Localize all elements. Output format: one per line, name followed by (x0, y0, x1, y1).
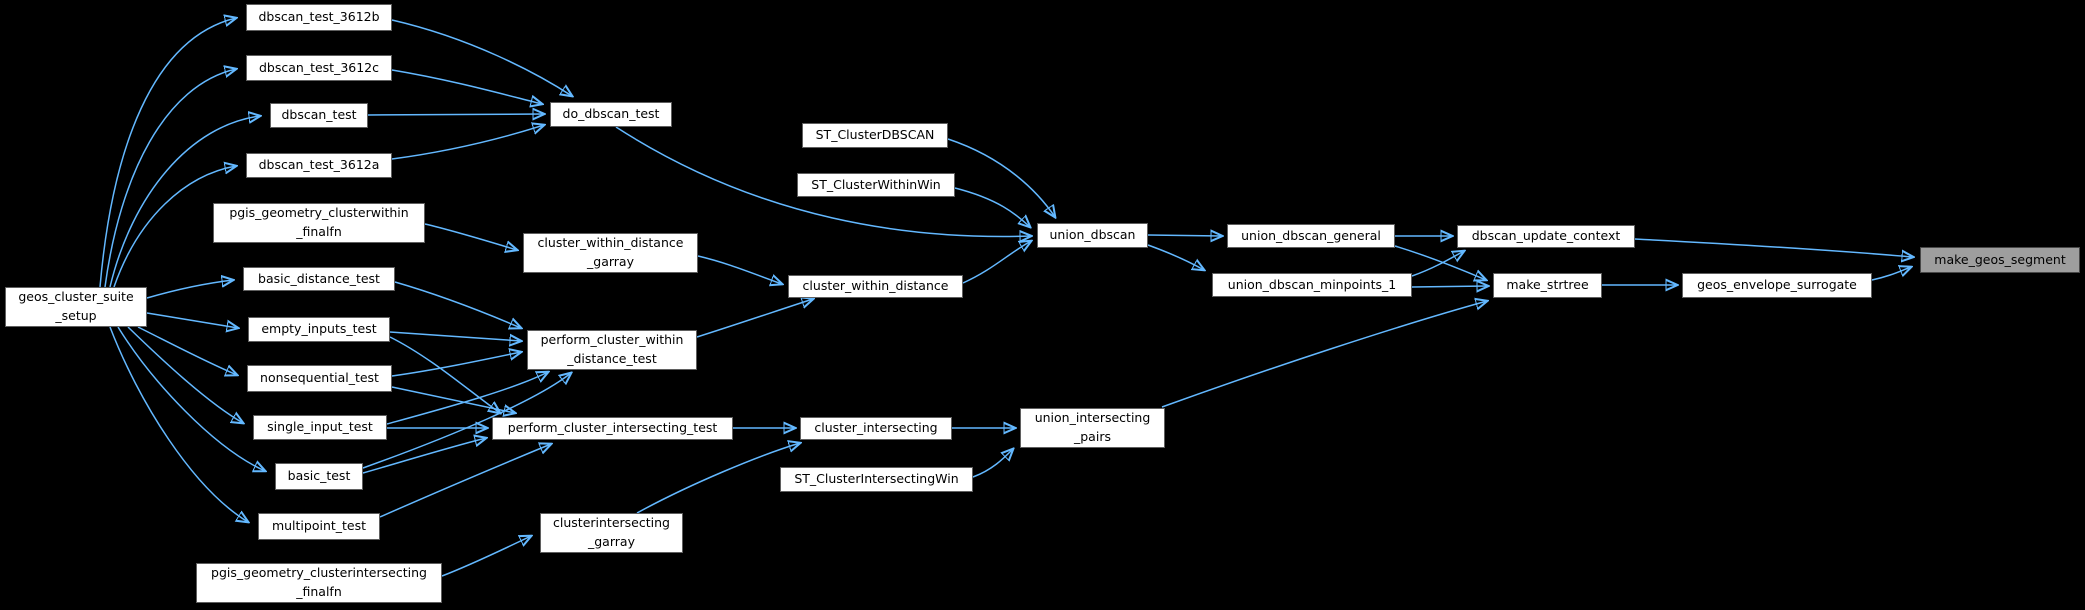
edge-3612a-to-do_dbscan_test (391, 125, 544, 160)
edge-setup-to-nonsequential_test (137, 326, 237, 375)
node-union_dbscan[interactable]: union_dbscan (1037, 223, 1148, 248)
edge-basic_test-to-perform_within (362, 373, 571, 469)
node-make_geos_segment: make_geos_segment (1920, 247, 2080, 273)
edge-minpoints-to-make_strtree (1411, 286, 1488, 287)
edge-setup-to-single_input_test (127, 326, 243, 423)
edge-dbscan_test-to-do_dbscan_test (367, 114, 544, 115)
edge-st_clusterdbscan-to-union_dbscan (947, 138, 1055, 217)
node-cluster_intersecting[interactable]: cluster_intersecting (800, 417, 952, 440)
edge-empty_inputs-to-perform_intersecting (389, 336, 500, 413)
edge-multipoint-to-perform_intersecting (379, 444, 551, 518)
edge-setup-to-multipoint_test (109, 326, 248, 522)
edge-setup-to-basic_test (117, 326, 265, 471)
edge-pgis_within-to-cwd_garray (424, 223, 517, 250)
edge-union_dbscan-to-general (1147, 235, 1222, 236)
edge-basic_distance-to-perform_within (394, 281, 521, 328)
edge-empty_inputs-to-perform_within (389, 331, 521, 341)
node-ST_ClusterWithinWin[interactable]: ST_ClusterWithinWin (797, 173, 955, 197)
node-do_dbscan_test[interactable]: do_dbscan_test (550, 102, 672, 127)
edge-union_pairs-to-make_strtree (1161, 301, 1487, 408)
edge-cwd_garray-to-cluster_within_distance (697, 255, 782, 284)
node-clusterintersecting_garray[interactable]: clusterintersecting _garray (540, 513, 683, 553)
edge-setup-to-dbscan_test (109, 116, 260, 288)
edge-nonsequential-to-perform_within (391, 352, 521, 377)
edge-st_clusterwithinwin-to-union_dbscan (954, 187, 1030, 227)
edge-minpoints-to-update_context (1411, 251, 1464, 277)
node-ST_ClusterDBSCAN[interactable]: ST_ClusterDBSCAN (802, 123, 948, 148)
node-union_intersecting_pairs[interactable]: union_intersecting _pairs (1020, 408, 1165, 448)
node-dbscan_test_3612b[interactable]: dbscan_test_3612b (246, 4, 392, 31)
edge-basic_test-to-perform_intersecting (362, 438, 486, 474)
edge-pgis_intersecting-to-clusterint_garray (441, 536, 531, 577)
node-pgis_geometry_clusterintersecting_finalfn[interactable]: pgis_geometry_clusterintersecting _final… (196, 563, 442, 603)
edge-perform_within-to-cluster_within_distance (696, 299, 813, 338)
edge-nonsequential-to-perform_intersecting (391, 386, 515, 413)
edge-single_input-to-perform_within (386, 372, 548, 425)
node-perform_cluster_intersecting_test[interactable]: perform_cluster_intersecting_test (492, 417, 733, 440)
node-dbscan_test_3612c[interactable]: dbscan_test_3612c (246, 55, 392, 81)
node-make_strtree[interactable]: make_strtree (1493, 273, 1602, 298)
edge-do_dbscan_test-to-union_dbscan (615, 126, 1031, 236)
node-multipoint_test[interactable]: multipoint_test (258, 513, 380, 540)
edge-setup-to-basic_distance_test (146, 280, 233, 299)
edge-envelope_surrogate-to-make_geos_segment (1871, 267, 1911, 281)
edge-setup-to-dbscan_test_3612b (99, 18, 236, 288)
edge-group (99, 18, 1913, 577)
node-cluster_within_distance_garray[interactable]: cluster_within_distance _garray (523, 233, 698, 273)
node-dbscan_test[interactable]: dbscan_test (270, 103, 368, 128)
edge-union_dbscan-to-minpoints (1147, 244, 1204, 270)
edge-cluster_within_distance-to-union_dbscan (962, 241, 1031, 284)
node-perform_cluster_within_distance_test[interactable]: perform_cluster_within _distance_test (527, 330, 697, 370)
node-dbscan_update_context[interactable]: dbscan_update_context (1457, 225, 1635, 248)
node-geos_envelope_surrogate[interactable]: geos_envelope_surrogate (1682, 273, 1872, 298)
node-single_input_test[interactable]: single_input_test (253, 415, 387, 440)
node-pgis_geometry_clusterwithin_finalfn[interactable]: pgis_geometry_clusterwithin _finalfn (213, 203, 425, 243)
edge-st_intersectingwin-to-union_pairs (972, 449, 1013, 478)
node-empty_inputs_test[interactable]: empty_inputs_test (248, 317, 390, 342)
node-ST_ClusterIntersectingWin[interactable]: ST_ClusterIntersectingWin (780, 467, 973, 492)
node-union_dbscan_general[interactable]: union_dbscan_general (1227, 224, 1395, 248)
edge-3612c-to-do_dbscan_test (391, 69, 542, 104)
edge-setup-to-dbscan_test_3612a (113, 166, 236, 288)
edge-3612b-to-do_dbscan_test (391, 19, 572, 96)
node-basic_test[interactable]: basic_test (275, 463, 363, 490)
node-nonsequential_test[interactable]: nonsequential_test (247, 365, 392, 392)
edge-setup-to-empty_inputs_test (146, 312, 238, 328)
edge-update_context-to-make_geos_segment (1634, 238, 1913, 257)
node-geos_cluster_suite_setup[interactable]: geos_cluster_suite _setup (5, 287, 147, 327)
node-cluster_within_distance[interactable]: cluster_within_distance (788, 275, 963, 298)
edge-setup-to-dbscan_test_3612c (104, 69, 236, 288)
node-dbscan_test_3612a[interactable]: dbscan_test_3612a (246, 153, 392, 178)
node-basic_distance_test[interactable]: basic_distance_test (243, 267, 395, 291)
node-union_dbscan_minpoints_1[interactable]: union_dbscan_minpoints_1 (1212, 273, 1412, 297)
edge-clusterint_garray-to-cluster_intersecting (636, 443, 800, 514)
